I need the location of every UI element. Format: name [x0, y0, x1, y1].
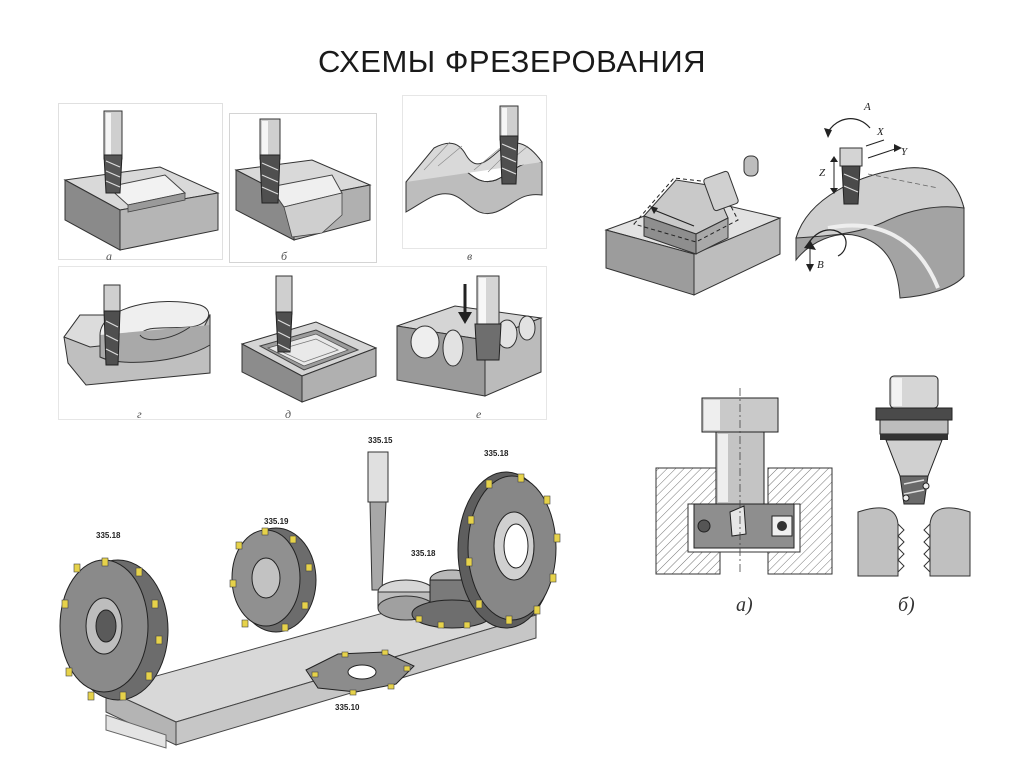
axis-label-y: Y [901, 146, 908, 158]
cutter-code-335-18-right: 335.18 [484, 449, 509, 458]
scheme-d-illustration [240, 275, 378, 403]
turbine-blade-illustration [795, 118, 965, 299]
scheme-frame-a [58, 103, 223, 260]
thread-mill-holder-section [857, 375, 971, 577]
axis-label-x: X [877, 126, 884, 138]
scheme-e-illustration [396, 275, 543, 397]
holder-caption-a: а) [736, 594, 753, 616]
face-mill-holder-section [655, 388, 833, 575]
axis-label-a: A [864, 101, 871, 113]
cutter-code-335-19: 335.19 [264, 517, 289, 526]
axis-label-z: Z [819, 167, 826, 179]
contour-block-illustration [604, 155, 782, 296]
axis-label-b: B [817, 259, 824, 271]
cutter-code-335-15: 335.15 [368, 436, 393, 445]
scheme-caption-d: д [285, 407, 292, 421]
scheme-a-illustration [63, 110, 220, 251]
cutters-assembly-illustration [59, 451, 561, 749]
scheme-caption-e: е [476, 407, 482, 421]
scheme-frame-b [229, 113, 377, 263]
scheme-caption-a: а [106, 249, 112, 263]
scheme-caption-g: г [137, 407, 142, 421]
holder-caption-b: б) [898, 594, 915, 616]
scheme-caption-b: б [281, 249, 288, 263]
scheme-frame-v [402, 95, 547, 249]
scheme-g-illustration [63, 284, 211, 386]
cutter-code-335-10: 335.10 [335, 703, 360, 712]
cutter-code-335-18-left: 335.18 [96, 531, 121, 540]
cutter-code-335-18-mid: 335.18 [411, 549, 436, 558]
scheme-frame-row2 [58, 266, 547, 420]
page-title: СХЕМЫ ФРЕЗЕРОВАНИЯ [317, 44, 706, 79]
scheme-caption-v: в [467, 249, 473, 263]
scheme-b-illustration [234, 118, 372, 241]
scheme-v-illustration [405, 105, 543, 215]
